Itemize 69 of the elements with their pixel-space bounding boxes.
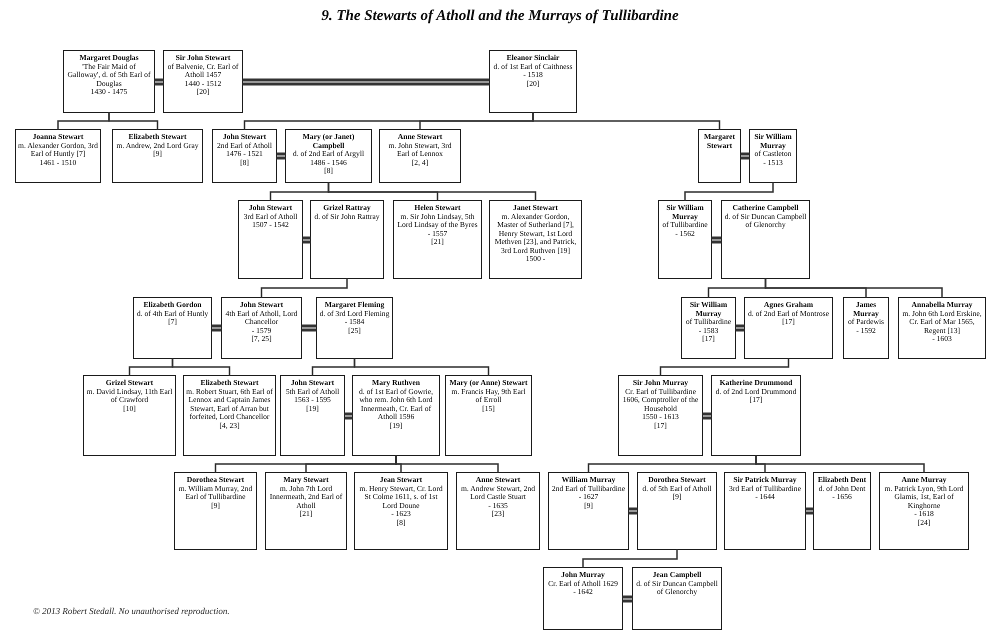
person-box: [681, 297, 736, 359]
marriage-line: [710, 236, 722, 244]
person-box: [310, 200, 384, 279]
descent-line: [582, 550, 678, 567]
person-box: [112, 129, 203, 183]
person-box: [456, 472, 540, 550]
descent-line: [172, 359, 230, 375]
person-box: [379, 129, 461, 183]
person-box: [238, 200, 303, 279]
person-box: [15, 129, 101, 183]
person-box: [163, 50, 243, 113]
marriage-line: [154, 78, 164, 86]
person-box: [843, 297, 889, 359]
marriage-line: [276, 152, 286, 160]
person-box: [133, 297, 212, 359]
person-box: [489, 50, 577, 113]
marriage-line: [740, 152, 750, 160]
person-box: [711, 375, 801, 456]
marriage-line: [242, 78, 490, 86]
person-box: [316, 297, 393, 359]
person-box: [543, 567, 623, 630]
person-box: [548, 472, 629, 550]
person-box: [393, 200, 482, 279]
person-box: [749, 129, 797, 183]
person-box: [658, 200, 712, 279]
descent-line: [660, 359, 790, 375]
person-box: [618, 375, 703, 456]
descent-line: [108, 113, 158, 129]
marriage-line: [628, 508, 638, 514]
descent-line: [395, 456, 499, 472]
person-box: [174, 472, 257, 550]
person-box: [63, 50, 155, 113]
person-box: [280, 375, 345, 456]
person-box: [632, 567, 722, 630]
marriage-line: [622, 596, 634, 602]
person-box: [221, 297, 302, 359]
person-box: [744, 297, 833, 359]
descent-line: [764, 279, 943, 297]
descent-line: [260, 279, 348, 297]
person-box: [352, 375, 440, 456]
person-box: [445, 375, 532, 456]
person-box: [879, 472, 969, 550]
diagram-title: 9. The Stewarts of Atholl and the Murrays of Tullibardine: [321, 8, 679, 25]
person-box: [813, 472, 871, 550]
marriage-line: [210, 324, 222, 332]
copyright-note: © 2013 Robert Stedall. No unauthorised reproduction.: [33, 606, 230, 616]
person-box: [285, 129, 372, 183]
descent-line: [755, 456, 925, 472]
person-box: [721, 200, 810, 279]
person-box: [637, 472, 717, 550]
marriage-line: [300, 324, 318, 332]
person-box: [83, 375, 176, 456]
marriage-line: [702, 412, 712, 420]
person-box: [489, 200, 582, 279]
descent-line: [328, 183, 536, 200]
marriage-line: [344, 412, 354, 420]
person-box: [183, 375, 276, 456]
marriage-line: [804, 508, 814, 514]
descent-line: [684, 183, 774, 200]
marriage-line: [302, 236, 312, 244]
person-box: [354, 472, 448, 550]
descent-line: [354, 359, 490, 375]
person-box: [698, 129, 741, 183]
descent-line: [532, 113, 720, 129]
marriage-line: [734, 324, 746, 332]
person-box: [898, 297, 986, 359]
person-box: [265, 472, 347, 550]
person-box: [212, 129, 277, 183]
person-box: [724, 472, 806, 550]
